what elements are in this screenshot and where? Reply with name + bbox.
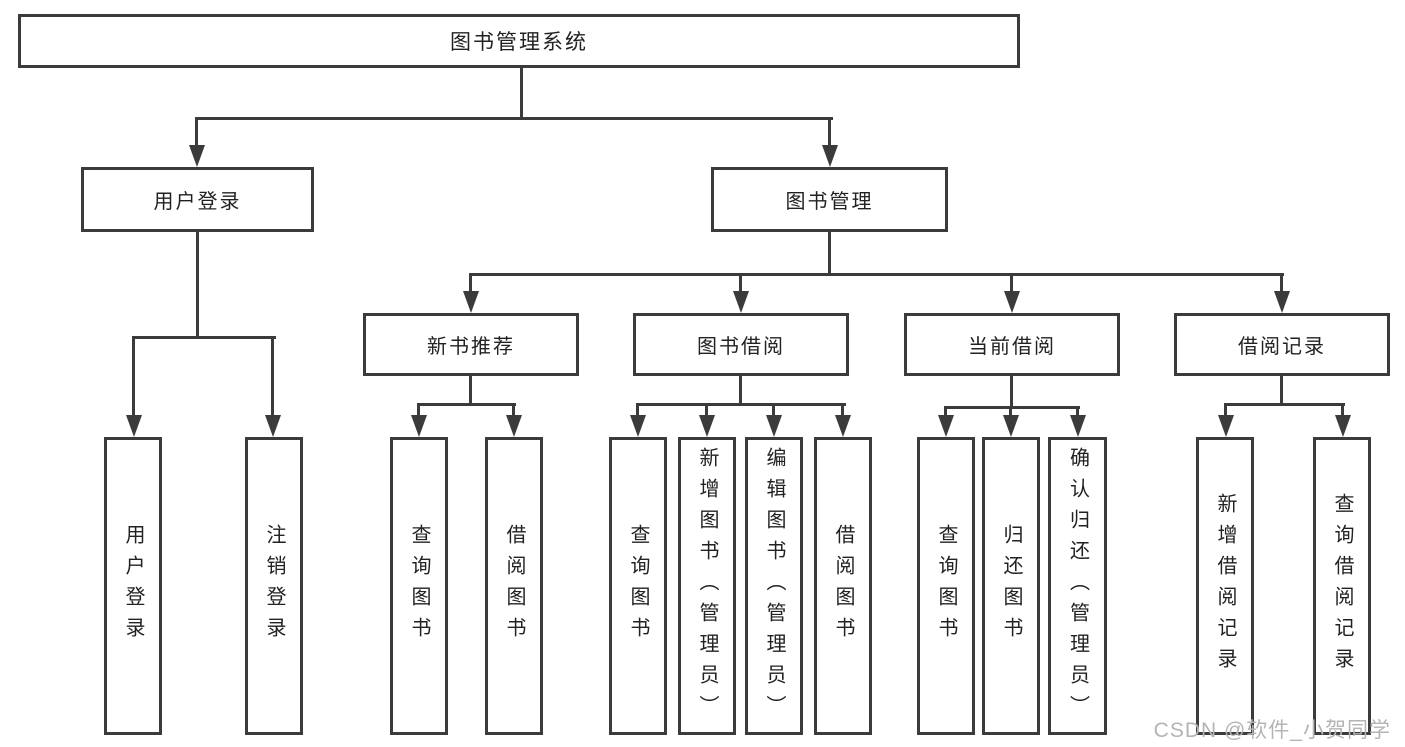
connector-line <box>132 336 276 339</box>
connector-line <box>1076 408 1079 417</box>
leaf-user-login: 用户登录 <box>104 437 162 735</box>
connector-line <box>1280 275 1283 293</box>
connector-arrow <box>265 415 281 437</box>
leaf-query-books-borrow-label: 查询图书 <box>627 524 649 648</box>
connector-arrow <box>1218 415 1234 437</box>
connector-line <box>1009 408 1012 417</box>
connector-arrow <box>1003 415 1019 437</box>
connector-line <box>1010 374 1013 409</box>
node-book-management-label: 图书管理 <box>785 191 874 213</box>
leaf-borrow-books: 借阅图书 <box>814 437 872 735</box>
connector-line <box>944 406 1080 409</box>
connector-line <box>828 119 831 147</box>
leaf-query-books-recommend: 查询图书 <box>390 437 448 735</box>
connector-arrow <box>1274 291 1290 313</box>
leaf-add-borrow-record-label: 新增借阅记录 <box>1214 493 1236 679</box>
leaf-add-book-admin-label: 新增图书（管理员） <box>696 446 718 726</box>
node-root: 图书管理系统 <box>18 14 1020 68</box>
leaf-user-login-label: 用户登录 <box>122 524 144 648</box>
node-user-login-label: 用户登录 <box>153 191 242 213</box>
connector-line <box>196 230 199 339</box>
connector-line <box>636 405 639 417</box>
connector-arrow <box>938 415 954 437</box>
connector-line <box>772 405 775 417</box>
leaf-query-borrow-record-label: 查询借阅记录 <box>1331 493 1353 679</box>
connector-line <box>828 230 831 276</box>
node-user-login: 用户登录 <box>81 167 314 232</box>
connector-line <box>520 66 523 120</box>
connector-arrow <box>733 291 749 313</box>
node-borrow-records: 借阅记录 <box>1174 313 1390 376</box>
connector-arrow <box>1335 415 1351 437</box>
node-new-book-recommend: 新书推荐 <box>363 313 579 376</box>
leaf-borrow-books-label: 借阅图书 <box>832 524 854 648</box>
connector-line <box>195 117 833 120</box>
leaf-logout-label: 注销登录 <box>263 524 285 648</box>
leaf-query-books-current-label: 查询图书 <box>935 524 957 648</box>
connector-line <box>739 374 742 406</box>
connector-arrow <box>835 415 851 437</box>
node-current-borrow: 当前借阅 <box>904 313 1120 376</box>
connector-arrow <box>189 145 205 167</box>
connector-line <box>1224 405 1227 417</box>
node-borrow-records-label: 借阅记录 <box>1238 336 1326 358</box>
leaf-query-borrow-record: 查询借阅记录 <box>1313 437 1371 735</box>
leaf-query-books-borrow: 查询图书 <box>609 437 667 735</box>
leaf-borrow-books-recommend-label: 借阅图书 <box>503 524 525 648</box>
leaf-query-books-current: 查询图书 <box>917 437 975 735</box>
connector-arrow <box>506 415 522 437</box>
connector-line <box>841 405 844 417</box>
watermark: CSDN @软件_小贺同学 <box>1153 719 1391 742</box>
leaf-confirm-return-admin-label: 确认归还（管理员） <box>1066 446 1089 726</box>
connector-line <box>1341 405 1344 417</box>
connector-line <box>1280 374 1283 406</box>
leaf-return-books-label: 归还图书 <box>1000 524 1022 648</box>
node-current-borrow-label: 当前借阅 <box>968 336 1056 358</box>
node-book-management: 图书管理 <box>711 167 948 232</box>
connector-line <box>636 403 846 406</box>
leaf-borrow-books-recommend: 借阅图书 <box>485 437 543 735</box>
connector-line <box>705 405 708 417</box>
node-book-borrow-label: 图书借阅 <box>697 336 785 358</box>
connector-line <box>195 119 198 147</box>
node-root-label: 图书管理系统 <box>450 31 588 54</box>
leaf-confirm-return-admin: 确认归还（管理员） <box>1048 437 1107 735</box>
connector-line <box>739 275 742 293</box>
connector-arrow <box>126 415 142 437</box>
connector-arrow <box>822 145 838 167</box>
leaf-logout: 注销登录 <box>245 437 303 735</box>
connector-arrow <box>699 415 715 437</box>
connector-arrow <box>463 291 479 313</box>
connector-line <box>469 275 472 293</box>
connector-line <box>469 374 472 406</box>
connector-line <box>417 403 516 406</box>
connector-line <box>1224 403 1345 406</box>
leaf-edit-book-admin-label: 编辑图书（管理员） <box>763 446 785 726</box>
leaf-add-borrow-record: 新增借阅记录 <box>1196 437 1254 735</box>
connector-line <box>469 273 1284 276</box>
connector-arrow <box>1004 291 1020 313</box>
connector-line <box>1010 275 1013 293</box>
connector-line <box>512 405 515 417</box>
connector-line <box>944 408 947 417</box>
connector-line <box>417 405 420 417</box>
connector-arrow <box>1070 415 1086 437</box>
leaf-edit-book-admin: 编辑图书（管理员） <box>745 437 803 735</box>
node-new-book-recommend-label: 新书推荐 <box>427 336 515 358</box>
connector-arrow <box>630 415 646 437</box>
leaf-return-books: 归还图书 <box>982 437 1040 735</box>
connector-line <box>271 338 274 417</box>
connector-arrow <box>766 415 782 437</box>
leaf-query-books-recommend-label: 查询图书 <box>408 524 430 648</box>
connector-arrow <box>411 415 427 437</box>
leaf-add-book-admin: 新增图书（管理员） <box>678 437 736 735</box>
connector-line <box>132 338 135 417</box>
node-book-borrow: 图书借阅 <box>633 313 849 376</box>
